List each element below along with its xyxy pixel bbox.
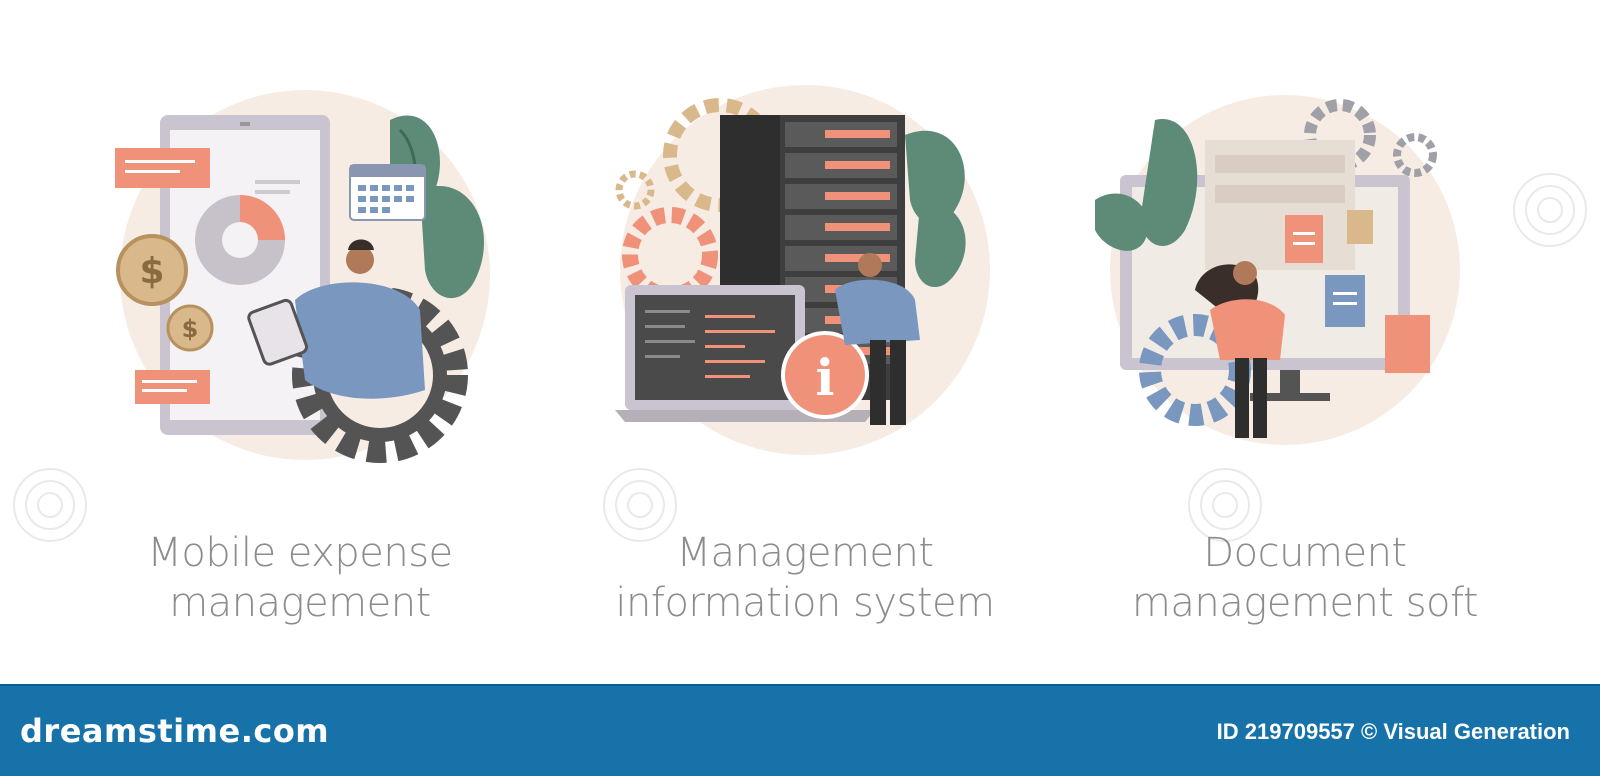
caption-mobile-expense: Mobile expense management [147, 530, 453, 626]
watermark-logo-left [13, 468, 87, 542]
watermark-logo-right [1188, 468, 1262, 542]
illustration-document-management: Document management soft [1085, 60, 1525, 626]
svg-text:i: i [816, 348, 835, 407]
illustration-management-info-system: i Management information system [585, 60, 1025, 626]
caption-document-management: Document management soft [1131, 530, 1479, 626]
mis-artwork: i [615, 85, 990, 455]
caption-management-info-system: Management information system [615, 530, 995, 626]
watermark-logo-far-right [1513, 173, 1587, 247]
watermark-logo-center [603, 468, 677, 542]
image-credit: ID 219709557 © Visual Generation [1216, 719, 1570, 744]
mobile-expense-artwork: $ $ [115, 90, 490, 463]
footer-bar: dreamstime.com ID 219709557 © Visual Gen… [0, 684, 1600, 776]
brand-logo[interactable]: dreamstime.com [20, 712, 330, 750]
illustration-mobile-expense: $ $ Mobile expense management [80, 60, 520, 626]
svg-text:$: $ [182, 315, 199, 343]
document-management-artwork [1095, 95, 1460, 445]
svg-text:$: $ [139, 251, 164, 292]
